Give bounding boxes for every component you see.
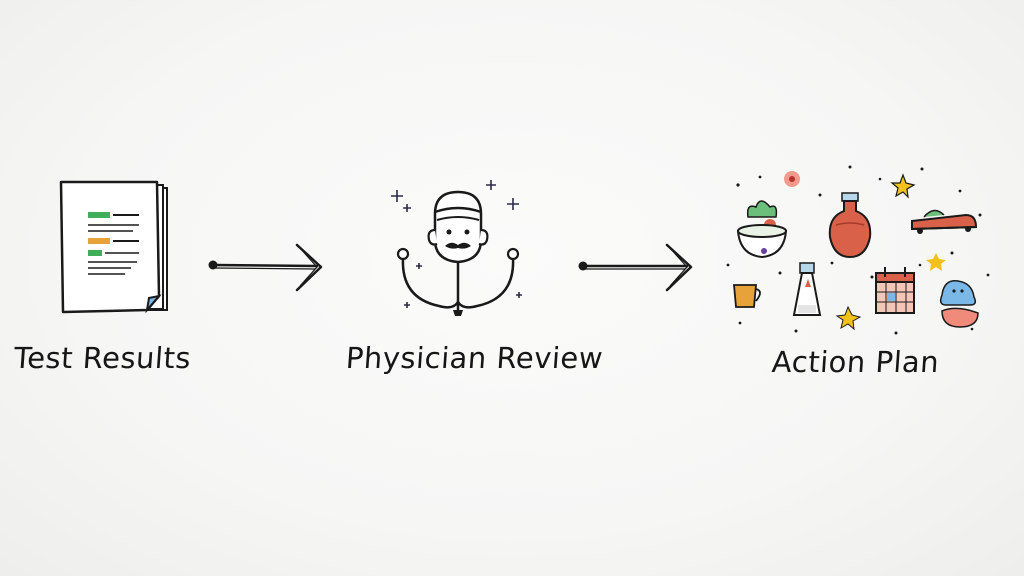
doctor-stethoscope-icon [383,170,533,320]
arrow-right-icon [575,240,700,296]
tea-cup-icon [733,284,761,308]
stage-label-physician-review: Physician Review [344,341,605,375]
calendar-icon [875,267,915,314]
health-items-collage-icon [720,155,995,340]
sparkle-icon [391,180,522,308]
arrow-right-icon [205,240,330,296]
stage-label-action-plan: Action Plan [770,345,941,379]
character-icon [939,280,979,328]
document-stack-icon [55,178,175,318]
star-icon [890,173,916,199]
medicine-jar-icon [828,192,872,259]
salad-bowl-icon [736,200,788,259]
flower-icon [784,171,800,187]
sneaker-icon [911,209,978,234]
test-tube-icon [792,262,822,316]
stage-label-test-results: Test Results [12,341,193,375]
star-icon [835,305,862,331]
star-icon [926,253,946,271]
